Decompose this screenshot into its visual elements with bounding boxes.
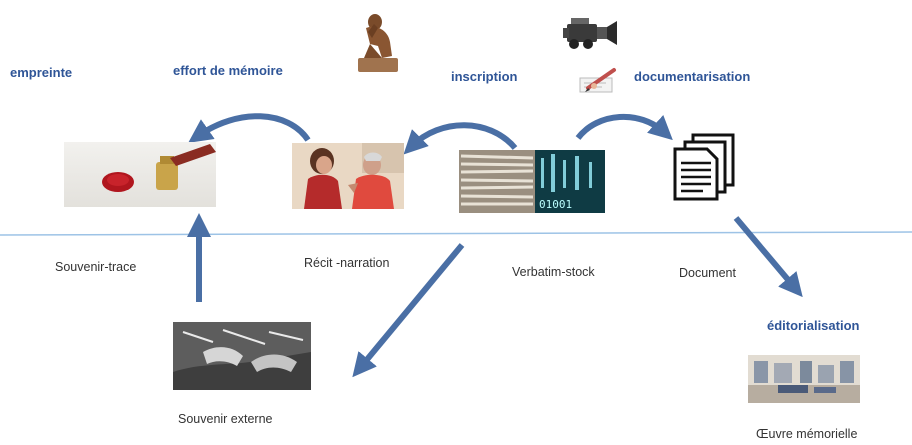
arrow-recit-to-trace — [188, 113, 311, 143]
label-document: Document — [679, 266, 736, 280]
souvenir-externe-photo — [173, 322, 311, 390]
arrow-document-to-oeuvre — [733, 216, 803, 298]
verbatim-stock-photo: 01001 — [459, 150, 605, 213]
recit-narration-photo — [292, 143, 404, 209]
label-souvenir-trace: Souvenir-trace — [55, 260, 137, 274]
label-inscription: inscription — [451, 69, 518, 84]
oeuvre-memorielle-photo — [748, 355, 860, 403]
document-stack-icon — [671, 133, 737, 201]
label-documentarisation: documentarisation — [634, 69, 751, 84]
arrow-verbatim-to-recit — [403, 122, 518, 155]
pen-writing-icon — [578, 66, 620, 94]
label-effort-de-memoire: effort de mémoire — [173, 63, 283, 78]
wax-seal-photo — [64, 142, 216, 207]
label-recit-narration: Récit -narration — [304, 256, 390, 270]
arrow-verbatim-to-externe — [352, 243, 465, 378]
arrow-verbatim-to-document — [575, 113, 673, 141]
svg-text:01001: 01001 — [539, 198, 572, 211]
label-verbatim-stock: Verbatim-stock — [512, 265, 595, 279]
label-empreinte: empreinte — [10, 65, 73, 80]
thinker-statue-icon — [352, 12, 404, 74]
video-camera-icon — [561, 14, 619, 50]
label-souvenir-externe: Souvenir externe — [178, 412, 273, 426]
horizontal-divider — [0, 231, 912, 236]
label-editorialisation: éditorialisation — [767, 318, 860, 333]
label-oeuvre-memorielle: Œuvre mémorielle — [756, 427, 858, 441]
